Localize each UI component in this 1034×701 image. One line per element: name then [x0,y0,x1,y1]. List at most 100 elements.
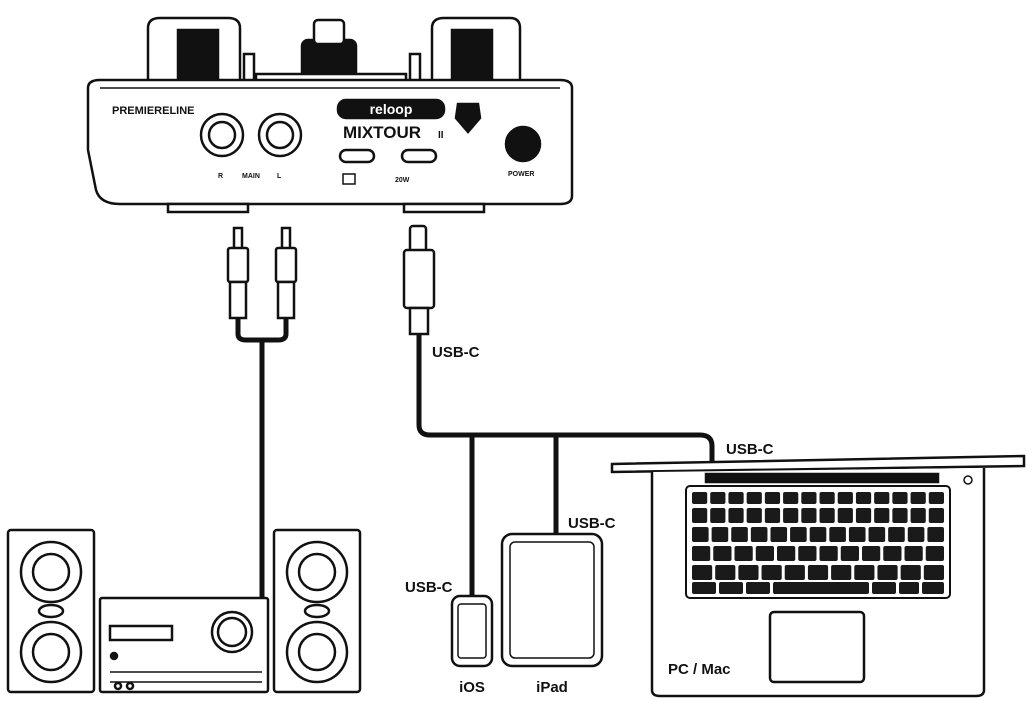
keyboard-key [761,565,782,580]
keyboard-key [777,546,796,561]
usb-port-1 [338,148,376,164]
keyboard-key [750,527,768,542]
ipad-label: iPad [536,679,568,696]
jack-main-label: MAIN [242,173,260,180]
jack-r-label: R [218,173,223,180]
keyboard-key [809,527,827,542]
usb-c-main-label: USB-C [432,344,480,361]
keyboard-key [904,546,923,561]
laptop-keys [692,492,944,594]
keyboard-key [764,508,781,523]
keyboard-key [925,546,944,561]
usb-c-ios-label: USB-C [405,579,453,596]
ios-label: iOS [459,679,485,696]
keyboard-key [728,508,744,523]
device-top-controls [146,16,522,84]
keyboard-key [711,527,729,542]
keyboard-key [819,492,835,504]
keyboard-key [728,492,744,504]
keyboard-key [862,546,881,561]
device-body [86,78,574,206]
keyboard-key [692,492,708,504]
ipad-device [500,532,604,668]
keyboard-key [910,492,926,504]
keyboard-key [746,508,762,523]
speaker-left [6,528,96,694]
keyboard-key [692,565,713,580]
keyboard-key [692,508,708,523]
speaker-right [272,528,362,694]
keyboard-key [877,565,898,580]
keyboard-key [819,508,835,523]
mixtour-device [86,16,574,214]
keyboard-key [713,546,732,561]
reloop-logo-box [336,98,446,120]
keyboard-key [710,508,726,523]
keyboard-key [692,527,709,542]
keyboard-key [854,565,875,580]
keyboard-key [764,492,781,504]
pc-mac-label: PC / Mac [668,661,731,678]
keyboard-key [910,508,926,523]
keyboard-key [892,508,908,523]
keyboard-key [801,508,817,523]
keyboard-key [719,582,743,594]
keyboard-key [855,508,872,523]
keyboard-key [783,508,799,523]
keyboard-key [928,492,944,504]
power-button [504,125,542,163]
keyboard-key [738,565,759,580]
usb-c-cable [402,224,715,598]
model-suffix: II [438,130,444,141]
keyboard-key [892,492,908,504]
keyboard-key [848,527,866,542]
keyboard-key [883,546,902,561]
keyboard-key [831,565,852,580]
model-name: MIXTOUR [343,123,421,142]
keyboard-key [784,565,805,580]
rca-cable [226,226,298,600]
keyboard-key [899,582,919,594]
usb-c-laptop-label: USB-C [726,441,774,458]
keyboard-key [783,492,799,504]
main-out-jacks [199,112,303,158]
keyboard-key [888,527,905,542]
keyboard-key [798,546,817,561]
usb-c-ipad-label: USB-C [568,515,616,532]
keyboard-key [734,546,753,561]
keyboard-key [801,492,817,504]
keyboard-key [731,527,748,542]
keyboard-key [692,582,716,594]
keyboard-key [872,582,896,594]
keyboard-key [829,527,846,542]
keyboard-key [922,582,944,594]
keyboard-key [837,508,853,523]
keyboard-key [874,492,890,504]
keyboard-key [868,527,886,542]
keyboard-key [773,582,869,594]
keyboard-key [907,527,925,542]
keyboard-key [807,565,829,580]
keyboard-key [840,546,859,561]
keyboard-key [692,546,711,561]
trackpad [768,610,866,684]
keyboard-key [790,527,807,542]
usb-port-2-label: 20W [395,177,410,184]
keyboard-key [746,492,762,504]
keyboard-key [874,508,890,523]
keyboard-key [837,492,853,504]
logo-text: reloop [370,101,413,117]
keyboard-key [746,582,770,594]
keyboard-key [755,546,774,561]
keyboard-key [710,492,726,504]
jack-l-label: L [277,173,282,180]
brand-line: PREMIERELINE [112,105,195,117]
keyboard-key [770,527,788,542]
ios-device [450,594,494,668]
keyboard-key [927,527,944,542]
power-label: POWER [508,171,534,178]
keyboard-key [819,546,838,561]
keyboard-key [715,565,736,580]
laptop-lid [610,454,1026,474]
